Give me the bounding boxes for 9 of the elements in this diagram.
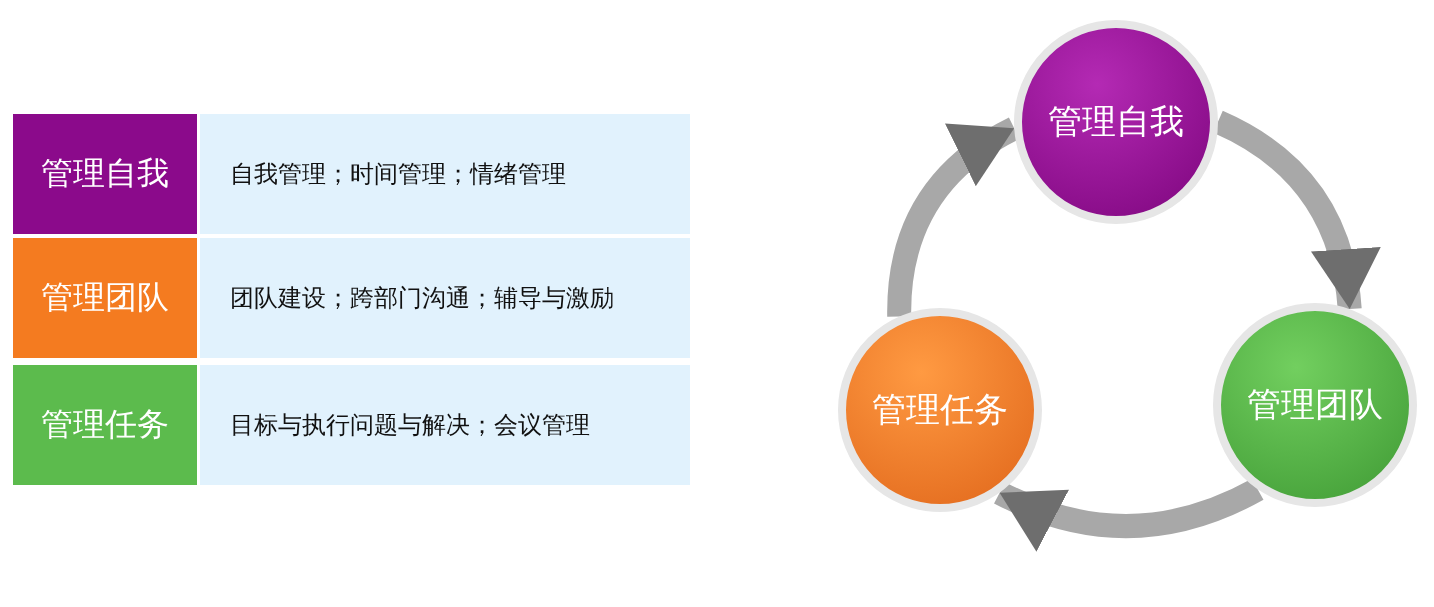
table-cell: 团队建设；跨部门沟通；辅导与激励 <box>200 238 690 358</box>
row-heading-cell: 管理团队 <box>13 238 197 358</box>
node-label: 管理自我 <box>1048 100 1184 143</box>
table-cell: 自我管理；时间管理；情绪管理 <box>200 114 690 234</box>
node-label: 管理团队 <box>1247 383 1383 426</box>
table-cell: 目标与执行问题与解决；会议管理 <box>200 365 690 485</box>
row-heading-cell: 管理自我 <box>13 114 197 234</box>
row-heading-cell: 管理任务 <box>13 365 197 485</box>
node-label: 管理任务 <box>872 388 1008 431</box>
